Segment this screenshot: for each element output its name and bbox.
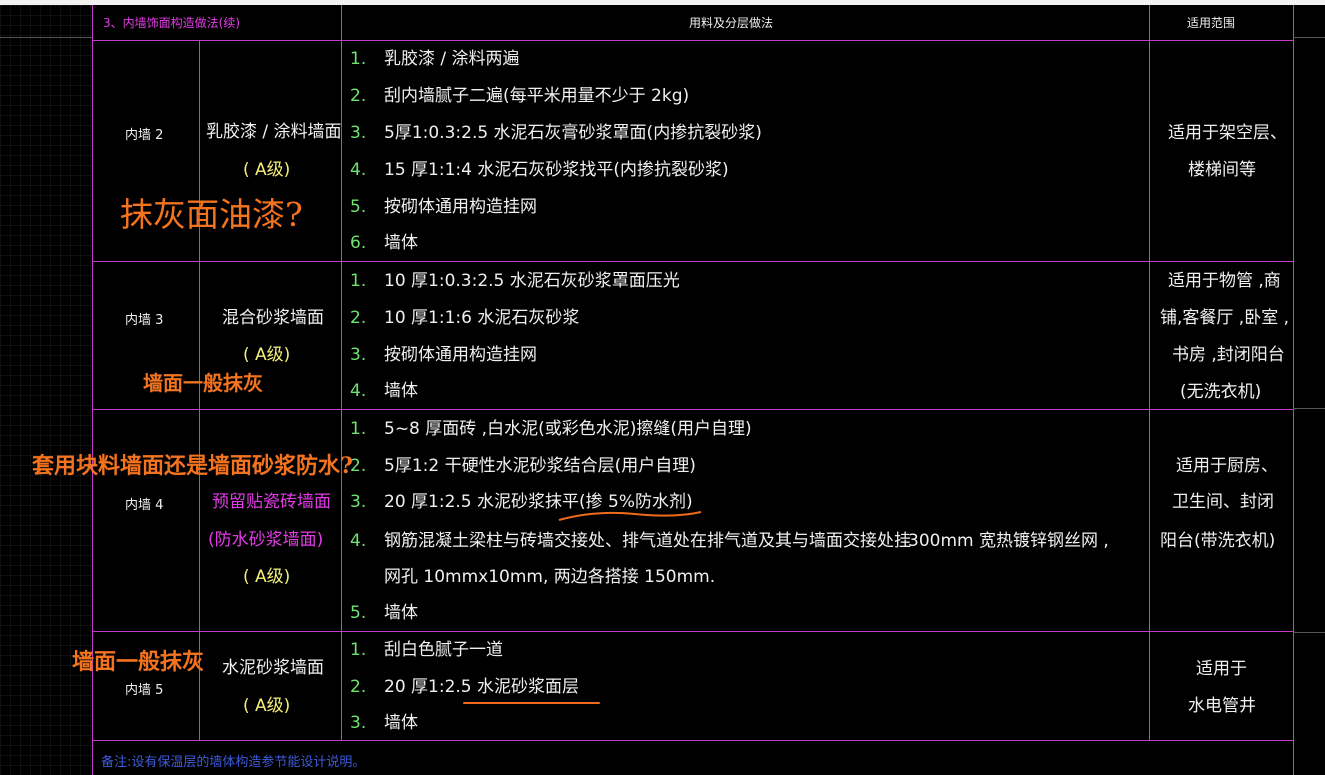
step-text: 墙体: [384, 233, 418, 253]
step-number: 1.: [350, 640, 367, 660]
row-name: 预留贴瓷砖墙面: [212, 492, 331, 512]
step-text: 15 厚1:1:4 水泥石灰砂浆找平(内掺抗裂砂浆): [384, 160, 729, 180]
scope-line: 卫生间、封闭: [1172, 492, 1274, 512]
annotation-label: 墙面一般抹灰: [143, 371, 263, 395]
scope-line: 适用于: [1196, 659, 1247, 679]
step-number: 5.: [350, 197, 367, 217]
row-code: 内墙 4: [125, 498, 164, 513]
step-number: 1.: [350, 271, 367, 291]
scope-line: 铺,客餐厅 ,卧室 ,: [1160, 308, 1290, 328]
scope-line: (无洗衣机): [1180, 382, 1262, 402]
step-text: 按砌体通用构造挂网: [384, 197, 537, 217]
scope-line: 适用于厨房、: [1176, 456, 1278, 476]
step-number: 2.: [350, 456, 367, 476]
step-number: 6.: [350, 233, 367, 253]
step-text: 5~8 厚面砖 ,白水泥(或彩色水泥)擦缝(用户自理): [384, 419, 752, 439]
annotation-label: 墙面一般抹灰: [72, 649, 205, 675]
step-number: 4.: [350, 381, 367, 401]
step-text-continued: 网孔 10mmx10mm, 两边各搭接 150mm.: [384, 567, 716, 587]
scope-line: 适用于物管 ,商: [1168, 271, 1281, 291]
row-grade: ( A级): [243, 567, 291, 587]
step-text: 10 厚1:0.3:2.5 水泥石灰砂浆罩面压光: [384, 271, 680, 291]
step-number: 2.: [350, 308, 367, 328]
table-border-left: [92, 5, 93, 775]
step-text: 墙体: [384, 713, 418, 733]
header-scope: 适用范围: [1187, 16, 1236, 30]
header-bottom-line: [92, 40, 1294, 41]
scope-line: 书房 ,封闭阳台: [1172, 345, 1285, 365]
step-number: 3.: [350, 492, 367, 512]
stray-line: [1293, 632, 1325, 633]
annotation-question: 抹灰面油漆?: [120, 195, 303, 234]
row-name-secondary: (防水砂浆墙面): [208, 530, 324, 550]
row-code: 内墙 2: [125, 128, 164, 143]
step-text: 刮白色腻子一道: [384, 640, 503, 660]
row-divider-3: [92, 631, 1294, 632]
step-number: 3.: [350, 345, 367, 365]
header-method: 用料及分层做法: [689, 16, 774, 30]
scope-line: 水电管井: [1188, 696, 1256, 716]
row-code: 内墙 3: [125, 313, 164, 328]
col-divider-2: [341, 5, 342, 740]
step-text: 20 厚1:2.5 水泥砂浆抹平(掺 5%防水剂): [384, 492, 693, 512]
row-grade: ( A级): [243, 160, 291, 180]
row-divider-1: [92, 261, 1294, 262]
underline-stroke: [558, 511, 702, 521]
step-text: 墙体: [384, 603, 418, 623]
footer-note: 备注:设有保温层的墙体构造参节能设计说明。: [101, 755, 366, 770]
step-text: 钢筋混凝土梁柱与砖墙交接处、排气道处在排气道及其与墙面交接处挂: [384, 531, 911, 551]
row-name: 混合砂浆墙面: [222, 308, 324, 328]
step-number: 2.: [350, 677, 367, 697]
stray-line: [0, 37, 92, 38]
step-text-tail: 300mm 宽热镀锌钢丝网 ,: [908, 531, 1109, 551]
scope-line: 适用于架空层、: [1168, 123, 1287, 143]
step-text: 5厚1:2 干硬性水泥砂浆结合层(用户自理): [384, 456, 696, 476]
step-number: 2.: [350, 86, 367, 106]
row-grade: ( A级): [243, 696, 291, 716]
step-text: 按砌体通用构造挂网: [384, 345, 537, 365]
step-number: 3.: [350, 123, 367, 143]
table-border-right: [1293, 5, 1294, 775]
row-divider-2: [92, 409, 1294, 410]
stray-line: [1293, 408, 1325, 409]
step-number: 4.: [350, 160, 367, 180]
row-grade: ( A级): [243, 345, 291, 365]
step-number: 5.: [350, 603, 367, 623]
annotation-question: 套用块料墙面还是墙面砂浆防水?: [32, 453, 353, 479]
step-text: 墙体: [384, 381, 418, 401]
step-number: 1.: [350, 49, 367, 69]
window-top-edge: [0, 0, 1325, 5]
row-name: 乳胶漆 / 涂料墙面: [206, 122, 342, 142]
section-title: 3、内墙饰面构造做法(续): [103, 16, 240, 30]
step-number: 4.: [350, 531, 367, 551]
row-code: 内墙 5: [125, 683, 164, 698]
scope-line: 阳台(带洗衣机): [1160, 531, 1276, 551]
col-divider-1: [199, 40, 200, 740]
step-text: 10 厚1:1:6 水泥石灰砂浆: [384, 308, 580, 328]
underline-stroke: [463, 702, 600, 704]
scope-line: 楼梯间等: [1188, 160, 1256, 180]
row-divider-4: [92, 740, 1294, 741]
step-text: 乳胶漆 / 涂料两遍: [384, 49, 520, 69]
step-text: 刮内墙腻子二遍(每平米用量不少于 2kg): [384, 86, 690, 106]
step-text: 5厚1:0.3:2.5 水泥石灰膏砂浆罩面(内掺抗裂砂浆): [384, 123, 762, 143]
background-grid: [0, 5, 92, 775]
step-number: 1.: [350, 419, 367, 439]
step-number: 3.: [350, 713, 367, 733]
step-text: 20 厚1:2.5 水泥砂浆面层: [384, 677, 580, 697]
row-name: 水泥砂浆墙面: [222, 658, 324, 678]
col-divider-3: [1149, 5, 1150, 740]
stray-line: [1293, 37, 1325, 38]
